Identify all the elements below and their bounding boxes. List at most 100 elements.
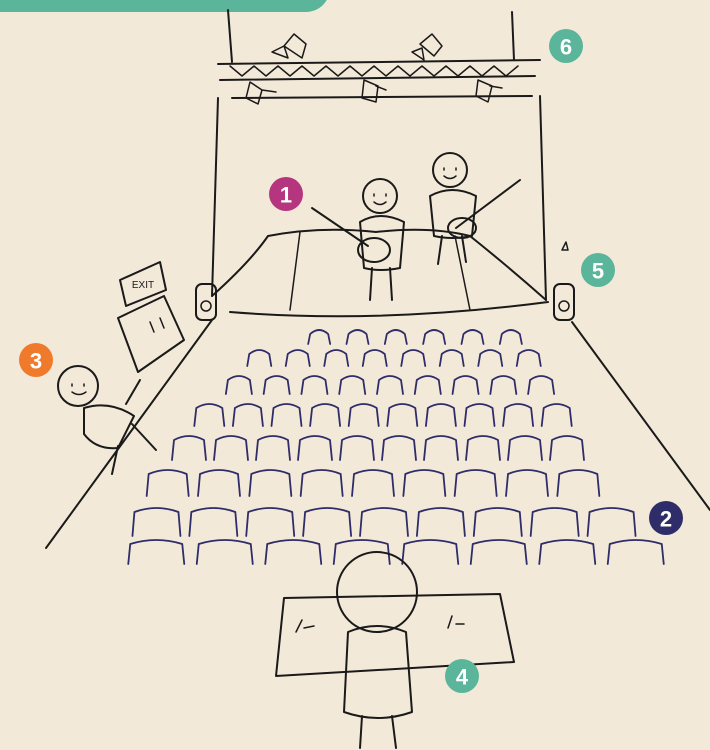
seat <box>386 403 419 427</box>
seat <box>197 469 241 497</box>
badge-circle <box>649 501 683 535</box>
exit-sign-text: EXIT <box>132 280 154 291</box>
seat <box>460 329 485 345</box>
seat <box>400 349 427 367</box>
seat <box>529 507 580 537</box>
seat <box>438 349 465 367</box>
seat <box>556 469 601 497</box>
seat <box>586 507 637 537</box>
seat <box>338 375 367 395</box>
seat <box>299 469 344 497</box>
hall-walls <box>45 319 710 549</box>
seat <box>262 375 291 395</box>
seat <box>284 349 311 367</box>
seat <box>245 507 296 537</box>
seat <box>224 375 253 395</box>
seat <box>477 349 504 367</box>
seat <box>489 375 518 395</box>
seat <box>507 435 543 461</box>
mixing-console-icon <box>275 593 515 677</box>
seat <box>246 349 273 367</box>
seat <box>351 469 395 497</box>
seat <box>264 539 323 565</box>
seat <box>193 403 226 427</box>
seat <box>302 507 353 537</box>
seat <box>402 469 447 497</box>
seat <box>401 539 460 565</box>
seat <box>527 375 556 395</box>
stage-frame <box>211 95 549 318</box>
seat <box>498 329 523 345</box>
seat <box>502 403 534 427</box>
seat <box>515 349 542 367</box>
seat <box>347 403 380 427</box>
badge-number: 1 <box>280 183 292 208</box>
seat <box>361 349 388 367</box>
seat <box>232 403 264 427</box>
seat <box>549 435 585 461</box>
seat <box>425 403 457 427</box>
seat <box>300 375 329 395</box>
badge-number: 4 <box>456 665 469 690</box>
seat <box>248 469 293 497</box>
seat <box>127 539 186 565</box>
seat <box>213 435 249 461</box>
stage-lights-icon <box>245 33 503 105</box>
seat <box>307 329 332 345</box>
seat <box>345 329 370 345</box>
seat <box>188 507 239 537</box>
audience-seating <box>127 329 665 565</box>
seat <box>171 435 207 461</box>
seat <box>270 403 303 427</box>
seat <box>339 435 375 461</box>
seat <box>309 403 341 427</box>
seat <box>538 539 597 565</box>
seat <box>422 329 447 345</box>
visitor-figure <box>57 365 157 475</box>
guitar-icon <box>311 207 391 263</box>
badge-3: 3 <box>19 343 53 377</box>
badge-1: 1 <box>269 177 303 211</box>
badge-number: 2 <box>660 507 672 532</box>
seat <box>472 507 523 537</box>
badge-6: 6 <box>549 29 583 63</box>
seat <box>453 469 498 497</box>
seat <box>505 469 549 497</box>
seat <box>606 539 665 565</box>
badge-circle <box>445 659 479 693</box>
badge-number: 3 <box>30 349 42 374</box>
lighting-truss <box>217 9 541 99</box>
seat <box>145 469 190 497</box>
badge-number: 6 <box>560 35 572 60</box>
seat <box>415 507 466 537</box>
seat <box>423 435 459 461</box>
badge-circle <box>549 29 583 63</box>
sound-engineer-figure <box>336 551 418 749</box>
seat <box>255 435 291 461</box>
seat <box>463 403 496 427</box>
badge-2: 2 <box>649 501 683 535</box>
seat <box>540 403 573 427</box>
corner-tab <box>0 0 330 12</box>
badge-number: 5 <box>592 259 604 284</box>
seat <box>195 539 254 565</box>
speaker-icon <box>195 241 575 321</box>
musician-left <box>359 178 405 301</box>
seat <box>383 329 408 345</box>
badge-circle <box>581 253 615 287</box>
seat <box>451 375 480 395</box>
badge-circle <box>269 177 303 211</box>
seat <box>469 539 528 565</box>
exit-door-icon: EXIT <box>117 261 185 373</box>
seat <box>323 349 350 367</box>
badge-5: 5 <box>581 253 615 287</box>
seat <box>359 507 409 537</box>
seat <box>376 375 404 395</box>
badge-4: 4 <box>445 659 479 693</box>
seat <box>297 435 333 461</box>
seat <box>131 507 182 537</box>
seat <box>413 375 442 395</box>
badge-circle <box>19 343 53 377</box>
